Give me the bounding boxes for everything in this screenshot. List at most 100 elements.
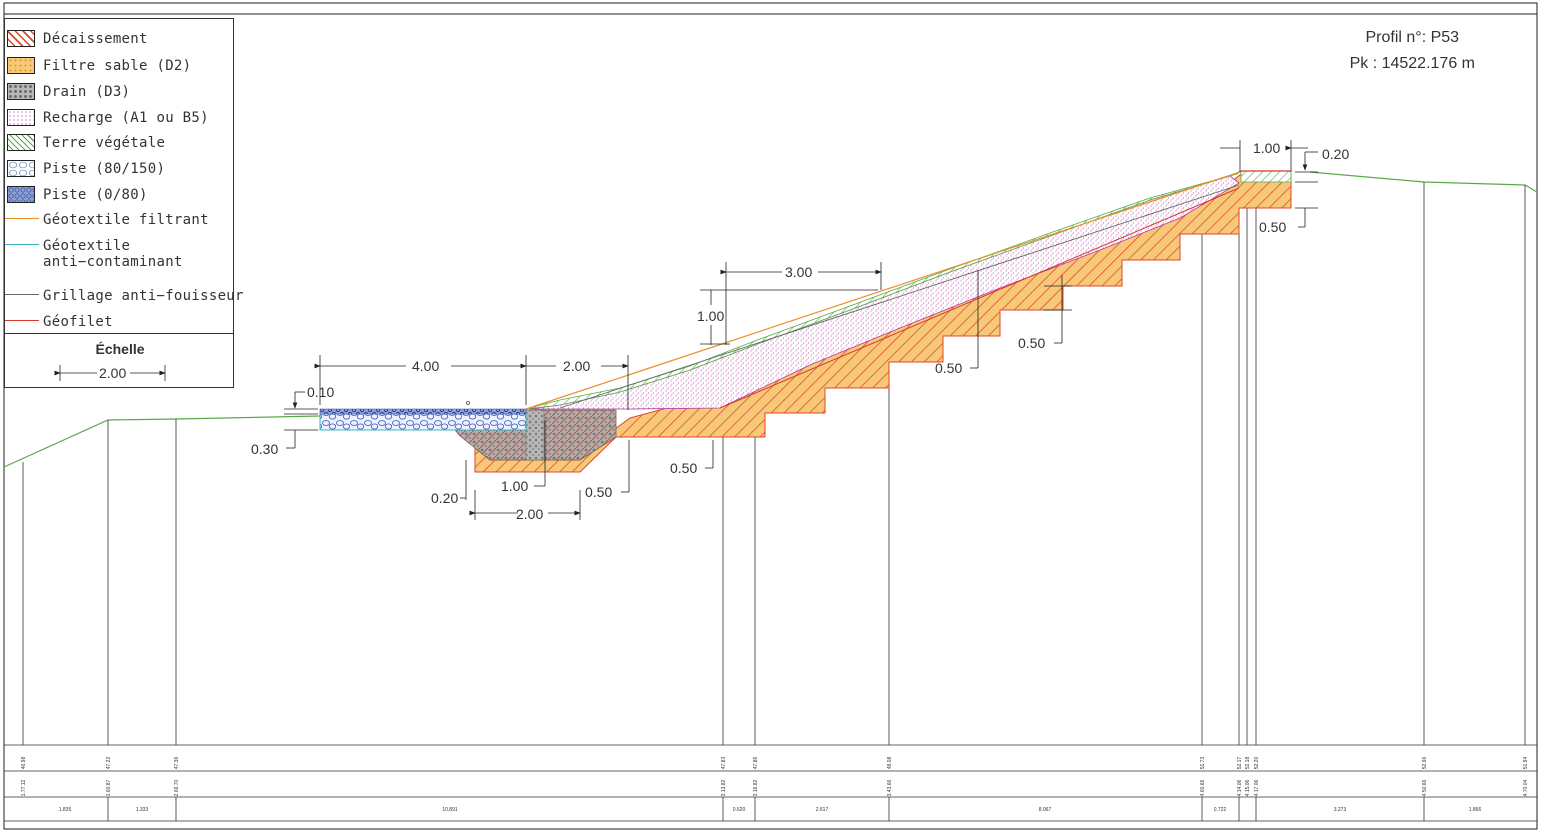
orange-line-icon xyxy=(5,218,39,219)
scale-value: 2.00 xyxy=(99,365,126,381)
dim-0-30: 0.30 xyxy=(251,441,278,457)
table-cell-partial: 10.891 xyxy=(442,807,458,813)
cobble-blue-icon xyxy=(7,160,35,177)
table-cell-elevation: 46.98 xyxy=(21,757,27,770)
table-cell-elevation: 52.20 xyxy=(1254,757,1260,770)
legend-item: Drain (D3) xyxy=(5,81,233,103)
dim-2-00-bottom: 2.00 xyxy=(516,506,543,522)
crest-vegetal xyxy=(1240,170,1292,183)
table-cell-partial: 1.835 xyxy=(59,807,72,813)
dim-1-00-crest: 1.00 xyxy=(1253,140,1280,156)
dimension-lines xyxy=(284,140,1318,520)
dim-0-50-crest: 0.50 xyxy=(1259,219,1286,235)
profile-pk: Pk : 14522.176 m xyxy=(1349,55,1475,72)
dim-2-00-top: 2.00 xyxy=(563,358,590,374)
legend-item: Géotextile filtrant xyxy=(5,209,233,231)
table-cell-distance: 4.60.66 xyxy=(1200,779,1206,796)
dim-0-20: 0.20 xyxy=(431,490,458,506)
table-cell-distance: 1.60.87 xyxy=(106,779,112,796)
legend-item-label: Terre végétale xyxy=(43,135,166,151)
geofilet-line xyxy=(719,187,1240,409)
dim-0-50-step1: 0.50 xyxy=(670,460,697,476)
legend-item-label: Filtre sable (D2) xyxy=(43,58,192,74)
table-cell-distance: 3.43.66 xyxy=(887,779,893,796)
table-cell-elevation: 48.08 xyxy=(887,757,893,770)
table-cell-partial: 0.620 xyxy=(733,807,746,813)
legend-item: Filtre sable (D2) xyxy=(5,55,233,77)
table-cell-elevation: 47.36 xyxy=(174,757,180,770)
gravel-gray-icon xyxy=(7,83,35,100)
table-cell-distance: 4.15.06 xyxy=(1245,779,1251,796)
dim-4-00: 4.00 xyxy=(412,358,439,374)
legend-item-label: Piste (80/150) xyxy=(43,161,166,177)
table-cell-elevation: 51.94 xyxy=(1523,757,1529,770)
geotextile-filtrant-top xyxy=(525,170,1244,410)
table-cell-distance: 4.70.04 xyxy=(1523,779,1529,796)
table-cell-partial: 1.866 xyxy=(1469,807,1482,813)
piste-0-80 xyxy=(319,408,527,415)
table-cell-partial: 1.333 xyxy=(136,807,149,813)
dim-0-20-crest: 0.20 xyxy=(1322,146,1349,162)
profile-title-block: Profil n°: P53 Pk : 14522.176 m xyxy=(1350,25,1475,77)
table-cell-distance: 3.16.82 xyxy=(753,779,759,796)
table-cell-partial: 0.722 xyxy=(1214,807,1227,813)
table-cell-elevation: 47.22 xyxy=(106,757,112,770)
legend-item-label: Drain (D3) xyxy=(43,84,131,100)
profile-number: Profil n°: P53 xyxy=(1365,29,1460,46)
gray-line-icon xyxy=(5,294,39,295)
legend-item: Terre végétale xyxy=(5,132,233,154)
table-cell-elevation: 47.83 xyxy=(721,757,727,770)
terrain-line xyxy=(3,415,321,468)
table-cell-distance: 3.13.82 xyxy=(721,779,727,796)
legend-item-label: Décaissement xyxy=(43,31,148,47)
legend-item-label: Géotextile anti−contaminant xyxy=(43,238,183,270)
legend-item: Géotextile anti−contaminant xyxy=(5,235,233,270)
scale-title: Échelle xyxy=(95,341,145,357)
legend-item: Piste (0/80) xyxy=(5,184,233,206)
reference-verticals xyxy=(22,173,1526,745)
dim-0-50-ditch: 0.50 xyxy=(585,484,612,500)
dim-1-00-slope: 1.00 xyxy=(697,308,724,324)
hatch-green-icon xyxy=(7,134,35,151)
legend-item: Décaissement xyxy=(5,28,233,50)
legend-item: Recharge (A1 ou B5) xyxy=(5,107,233,129)
legend-item: Piste (80/150) xyxy=(5,158,233,180)
table-cell-partial: 2.617 xyxy=(816,807,829,813)
table-cell-elevation: 52.66 xyxy=(1422,757,1428,770)
dim-0-50-step3: 0.50 xyxy=(1018,335,1045,351)
legend-item: Grillage anti−fouisseur xyxy=(5,285,243,307)
terrain-line-right xyxy=(1309,171,1538,193)
scale-bar: 2.00 xyxy=(54,365,166,381)
dimension-labels: 4.00 2.00 0.10 0.30 0.20 1.00 2.00 0.50 … xyxy=(251,140,1349,522)
table-cell-distance: 1.77.12 xyxy=(21,779,27,796)
legend-item: Géofilet xyxy=(5,311,233,333)
legend-item-label: Piste (0/80) xyxy=(43,187,148,203)
legend-item-label: Géofilet xyxy=(43,314,113,330)
page-frame xyxy=(3,2,1538,830)
piste-80-150 xyxy=(319,412,527,431)
table-cell-distance: 4.50.66 xyxy=(1422,779,1428,796)
grillage-line xyxy=(559,184,1240,409)
legend-item-label: Géotextile filtrant xyxy=(43,212,209,228)
table-cell-distance: 4.17.06 xyxy=(1254,779,1260,796)
drain-core xyxy=(525,409,545,461)
cobble-dark-blue-icon xyxy=(7,186,35,203)
table-cell-partial: 8.067 xyxy=(1039,807,1052,813)
dim-3-00: 3.00 xyxy=(785,264,812,280)
survey-point xyxy=(466,401,470,405)
dim-0-10: 0.10 xyxy=(307,384,334,400)
legend-separator xyxy=(5,333,233,334)
table-cell-distance: 2.66.70 xyxy=(174,779,180,796)
hatch-red-icon xyxy=(7,30,35,47)
data-table-lines xyxy=(4,744,1537,822)
red-line-icon xyxy=(5,320,39,321)
dim-1-00-ditch: 1.00 xyxy=(501,478,528,494)
dim-0-50-step2: 0.50 xyxy=(935,360,962,376)
table-cell-elevation: 52.18 xyxy=(1245,757,1251,770)
table-cell-elevation: 47.86 xyxy=(753,757,759,770)
table-cell-partial: 3.273 xyxy=(1334,807,1347,813)
legend-item-label: Grillage anti−fouisseur xyxy=(43,288,244,304)
